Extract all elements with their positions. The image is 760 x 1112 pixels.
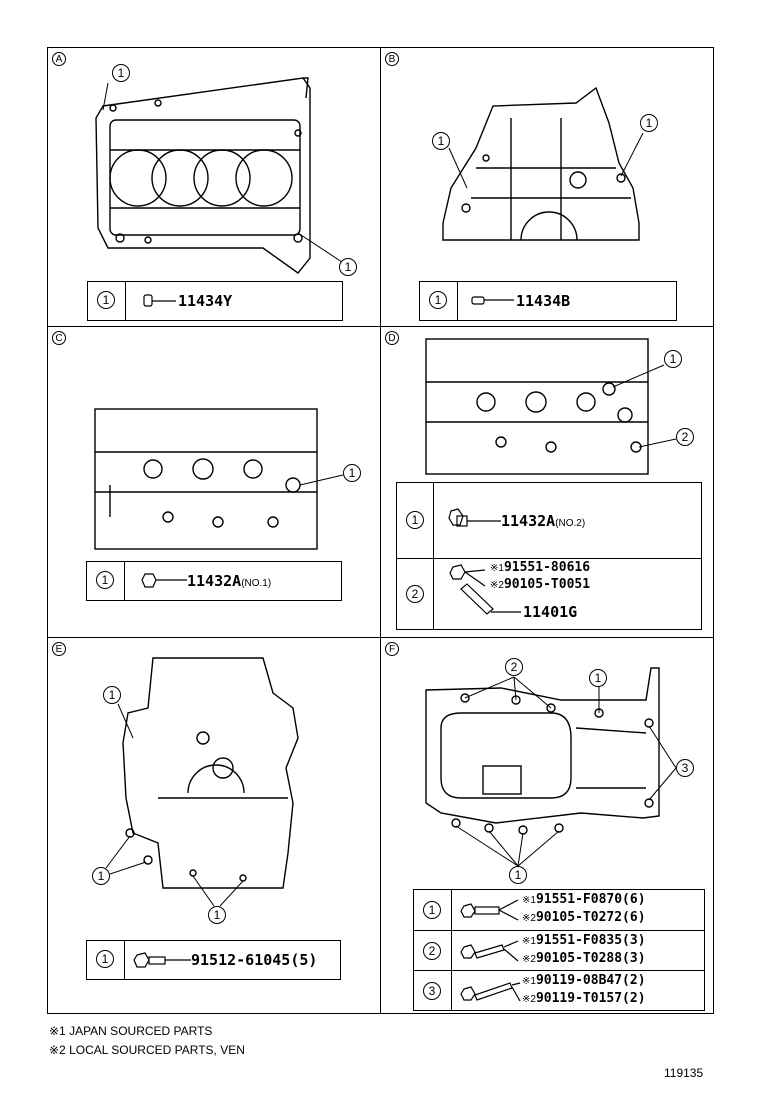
bolt-icon	[460, 940, 519, 962]
table-index-cell: 1	[414, 890, 452, 930]
index-circle: 2	[406, 585, 424, 603]
plug-icon	[448, 508, 501, 527]
panel-d-letter: D	[385, 331, 399, 345]
table-row: 1 11434Y	[88, 282, 342, 320]
plug-icon	[141, 573, 187, 588]
panel-e-parts-table: 1 91512-61045(5)	[86, 940, 341, 980]
table-index-cell: 1	[87, 562, 125, 600]
panel-f-callout-1-bottom: 1	[509, 866, 527, 884]
panel-f-callout-1-top: 1	[589, 669, 607, 687]
part-number: 11432A(NO.1)	[187, 572, 271, 590]
panel-f-callout-2: 2	[505, 658, 523, 676]
oil-pan-bottom-view	[425, 667, 677, 867]
panel-e-letter: E	[52, 642, 66, 656]
panel-d-callout-2: 2	[676, 428, 694, 446]
panel-f: F 2 1 3 1 1	[380, 637, 714, 1014]
index-circle: 1	[406, 511, 424, 529]
panel-f-letter: F	[385, 642, 399, 656]
panel-b-letter: B	[385, 52, 399, 66]
footnote-local-sourced: ※2 LOCAL SOURCED PARTS, VEN	[49, 1043, 245, 1057]
plug-icon	[471, 296, 514, 305]
cylinder-block-rear-view	[105, 657, 299, 907]
part-number-japan: ※190119-08B47(2)	[522, 973, 646, 988]
cylinder-block-side-view-d	[425, 338, 677, 475]
plug-icon	[143, 294, 176, 307]
index-circle: 1	[96, 950, 114, 968]
part-number-local: ※290105-T0272(6)	[522, 910, 646, 925]
part-number: 91512-61045(5)	[191, 951, 318, 969]
cylinder-block-end-view	[442, 86, 644, 241]
index-circle: 3	[423, 982, 441, 1000]
part-number-local: ※290105-T0051	[490, 577, 591, 592]
table-row: 1 11432A(NO.2)	[397, 483, 701, 558]
panel-d-callout-1: 1	[664, 350, 682, 368]
panel-e-callout-bottom: 1	[208, 906, 226, 924]
table-row: 1 11432A(NO.1)	[87, 562, 341, 600]
part-number: 11434Y	[178, 292, 233, 310]
part-number: 11432A(NO.2)	[501, 512, 585, 530]
panel-a: A 1 1 1 114	[47, 47, 381, 327]
panel-b-callout-right: 1	[640, 114, 658, 132]
panel-c-callout: 1	[343, 464, 361, 482]
table-row: 1 11434B	[420, 282, 676, 320]
panel-e: E 1 1 1 1 9151	[47, 637, 381, 1014]
bolt-icon	[133, 952, 191, 968]
table-index-cell: 3	[414, 971, 452, 1010]
table-index-cell: 1	[87, 941, 125, 979]
panel-a-parts-table: 1 11434Y	[87, 281, 343, 321]
part-number-japan: ※191551-80616	[490, 560, 591, 575]
panel-b-parts-table: 1 11434B	[419, 281, 677, 321]
figure-number: 119135	[664, 1066, 704, 1080]
part-number-local: ※290105-T0288(3)	[522, 951, 646, 966]
panel-f-callout-3: 3	[676, 759, 694, 777]
table-index-cell: 2	[414, 931, 452, 970]
table-row: 2 ※191551-80616 ※290105-T0051 11401G	[397, 558, 701, 629]
bolt-icon	[460, 982, 521, 1002]
panel-a-letter: A	[52, 52, 66, 66]
footnote-japan-sourced: ※1 JAPAN SOURCED PARTS	[49, 1024, 213, 1038]
part-number-local: ※290119-T0157(2)	[522, 991, 646, 1006]
table-row: 3 ※190119-08B47(2) ※290119-T0157(2)	[414, 970, 704, 1010]
part-number-suffix: (NO.2)	[555, 518, 586, 529]
table-index-cell: 1	[420, 282, 458, 320]
part-number-main: 11432A	[187, 572, 242, 590]
part-number-suffix: (NO.1)	[241, 578, 272, 589]
part-number: 11401G	[523, 603, 578, 621]
panel-d-parts-table: 1 11432A(NO.2) 2 ※191551	[396, 482, 702, 630]
panel-d: D 1 2 1 11432A(NO.2)	[380, 326, 714, 638]
part-number-japan: ※191551-F0870(6)	[522, 892, 646, 907]
panel-c: C 1 1 11432A(NO.1)	[47, 326, 381, 638]
table-row: 2 ※191551-F0835(3) ※290105-T0288(3)	[414, 930, 704, 970]
index-circle: 1	[429, 291, 447, 309]
table-index-cell: 1	[397, 483, 434, 558]
bolt-icon	[460, 899, 519, 921]
index-circle: 2	[423, 942, 441, 960]
part-number: 11434B	[516, 292, 571, 310]
panel-e-callout-top: 1	[103, 686, 121, 704]
panel-a-callout-bottom: 1	[339, 258, 357, 276]
cylinder-block-top-view	[95, 77, 349, 274]
table-index-cell: 2	[397, 559, 434, 629]
table-row: 1 ※191551-F0870(6) ※290105-T0272(6)	[414, 890, 704, 930]
table-row: 1 91512-61045(5)	[87, 941, 340, 979]
panel-b: B 1 1 1 11434B	[380, 47, 714, 327]
index-circle: 1	[97, 291, 115, 309]
index-circle: 1	[96, 571, 114, 589]
part-number-japan: ※191551-F0835(3)	[522, 933, 646, 948]
panel-e-callout-left: 1	[92, 867, 110, 885]
part-number-main: 11432A	[501, 512, 556, 530]
panel-b-callout-left: 1	[432, 132, 450, 150]
panel-a-callout-top: 1	[112, 64, 130, 82]
drain-cock-icon	[449, 564, 521, 615]
panel-c-parts-table: 1 11432A(NO.1)	[86, 561, 342, 601]
table-index-cell: 1	[88, 282, 126, 320]
index-circle: 1	[423, 901, 441, 919]
cylinder-block-side-view-c	[94, 408, 344, 550]
panel-f-parts-table: 1 ※191551-F0870(6) ※290105-T0272(6) 2	[413, 889, 705, 1011]
panel-c-letter: C	[52, 331, 66, 345]
